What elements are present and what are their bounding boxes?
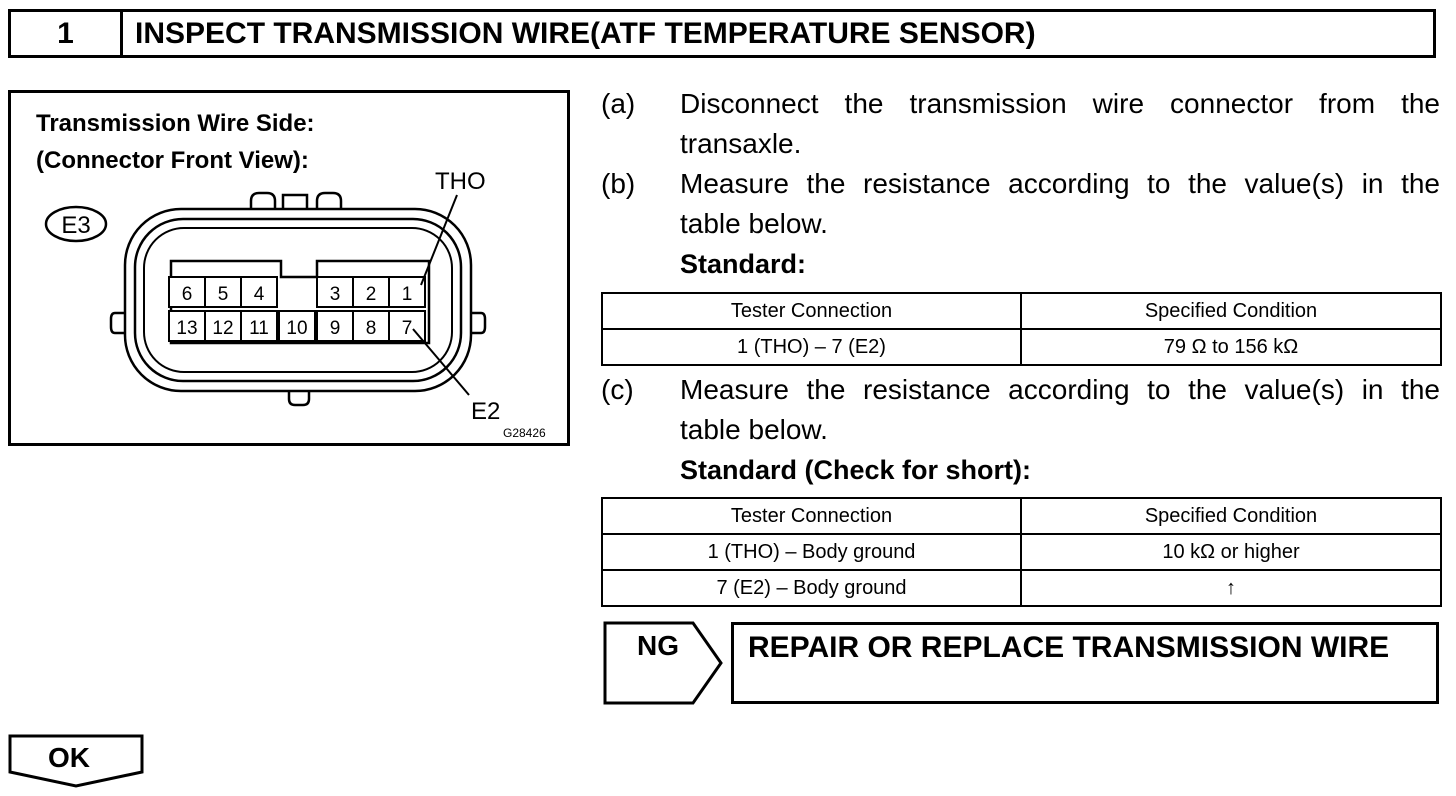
step-b-letter: (b) <box>601 168 636 199</box>
ng-arrow <box>603 621 723 705</box>
pin-cell-5 <box>204 276 242 308</box>
table-row: 1 (THO) – Body ground 10 kΩ or higher <box>601 533 1442 571</box>
table-cell: 79 Ω to 156 kΩ <box>1020 328 1442 366</box>
pin-label: 7 <box>402 318 413 339</box>
pin-label: 2 <box>366 284 377 305</box>
leader-line-tho <box>420 194 458 286</box>
pin-label: 12 <box>212 318 233 339</box>
step-c-line1: Measure the resistance according to the … <box>680 374 1440 405</box>
standard-label-c: Standard (Check for short): <box>680 455 1032 485</box>
step-title: INSPECT TRANSMISSION WIRE(ATF TEMPERATUR… <box>135 17 1036 50</box>
housing-outer <box>123 207 473 393</box>
step-c-letter: (c) <box>601 374 634 405</box>
step-header: 1 INSPECT TRANSMISSION WIRE(ATF TEMPERAT… <box>8 9 1436 58</box>
step-b-line1: Measure the resistance according to the … <box>680 168 1440 199</box>
ok-arrow-shape <box>8 734 144 788</box>
table-header-cell: Specified Condition <box>1020 292 1442 330</box>
latch-tab-right <box>315 191 343 211</box>
connector-code-badge <box>44 205 108 243</box>
pin-label: 5 <box>218 284 229 305</box>
connector-diagram: E3 6 5 4 3 <box>44 168 546 440</box>
step-c-line2: table below. <box>680 414 828 445</box>
latch-tab-middle <box>281 193 309 211</box>
step-b-line2: table below. <box>680 208 828 239</box>
step-a-line1: Disconnect the transmission wire connect… <box>680 88 1440 119</box>
pin-label: 1 <box>402 284 413 305</box>
pin-cell-6 <box>168 276 206 308</box>
figure-caption-line1: Transmission Wire Side: <box>36 110 315 137</box>
step-number: 1 <box>11 12 123 55</box>
pin-label: 9 <box>330 318 341 339</box>
side-tab-right <box>469 311 487 335</box>
pin-cell-1 <box>388 276 426 308</box>
table-cell: 1 (THO) – Body ground <box>601 533 1022 571</box>
pin-cell-10 <box>278 310 316 342</box>
table-row: 1 (THO) – 7 (E2) 79 Ω to 156 kΩ <box>601 328 1442 366</box>
leader-line-e2 <box>412 328 470 396</box>
figure-caption-line2: (Connector Front View): <box>36 147 309 174</box>
table-header-cell: Tester Connection <box>601 292 1022 330</box>
pin-label: 8 <box>366 318 377 339</box>
spec-table-2: Tester Connection Specified Condition 1 … <box>601 497 1442 607</box>
step-a-line2: transaxle. <box>680 128 802 159</box>
housing-inner <box>143 227 453 373</box>
spec-table-1: Tester Connection Specified Condition 1 … <box>601 292 1442 366</box>
connector-code-label: E3 <box>61 212 90 239</box>
table-header-row: Tester Connection Specified Condition <box>601 292 1442 330</box>
table-cell: ↑ <box>1020 569 1442 607</box>
standard-label-b: Standard: <box>680 249 807 279</box>
table-header-row: Tester Connection Specified Condition <box>601 497 1442 535</box>
ng-action-box: REPAIR OR REPLACE TRANSMISSION WIRE <box>731 622 1439 704</box>
callout-label-e2: E2 <box>471 398 500 425</box>
callout-label-tho: THO <box>435 168 486 195</box>
pin-label: 10 <box>286 318 307 339</box>
pin-label: 3 <box>330 284 341 305</box>
side-tab-left <box>109 311 127 335</box>
pin-label: 13 <box>176 318 197 339</box>
table-cell: 10 kΩ or higher <box>1020 533 1442 571</box>
table-header-cell: Specified Condition <box>1020 497 1442 535</box>
bottom-tab <box>287 389 311 407</box>
ok-label: OK <box>48 742 90 773</box>
step-a-letter: (a) <box>601 88 636 119</box>
pin-cell-11 <box>240 310 278 342</box>
pin-label: 6 <box>182 284 193 305</box>
table-row: 7 (E2) – Body ground ↑ <box>601 569 1442 607</box>
figure-id: G28426 <box>503 426 546 440</box>
pin-cell-4 <box>240 276 278 308</box>
table-cell: 1 (THO) – 7 (E2) <box>601 328 1022 366</box>
latch-tab-left <box>249 191 277 211</box>
ng-label: NG <box>637 630 679 661</box>
pin-label: 4 <box>254 284 265 305</box>
table-header-cell: Tester Connection <box>601 497 1022 535</box>
pin-label: 11 <box>249 318 269 339</box>
connector-figure: Transmission Wire Side: (Connector Front… <box>8 90 570 446</box>
ng-arrow-shape <box>603 621 723 705</box>
ok-arrow <box>8 734 144 788</box>
table-cell: 7 (E2) – Body ground <box>601 569 1022 607</box>
pin-cavity <box>169 259 431 345</box>
ng-action-message: REPAIR OR REPLACE TRANSMISSION WIRE <box>748 631 1390 664</box>
housing-middle <box>133 217 463 383</box>
